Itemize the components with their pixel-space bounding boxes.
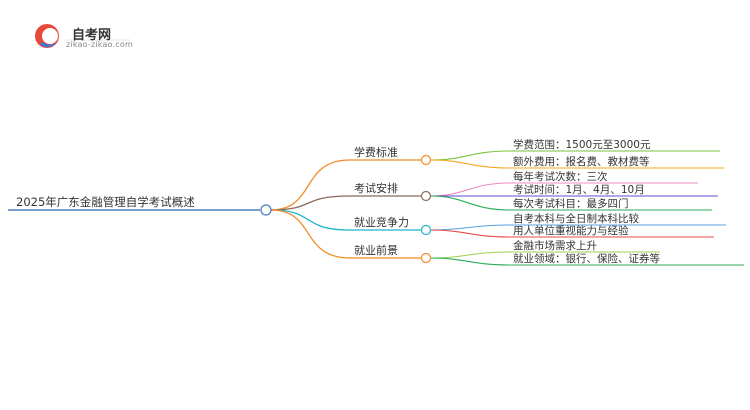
connector-branch-4-leaf-1	[430, 251, 511, 259]
leaf-label-4-2: 就业领域：银行、保险、证券等	[513, 252, 660, 265]
leaf-label-4-1: 金融市场需求上升	[513, 239, 597, 252]
logo-url: zikao-zikao.com	[66, 40, 133, 49]
site-logo	[35, 24, 130, 48]
leaf-label-3-1: 自考本科与全日制本科比较	[513, 212, 639, 225]
connector-branch-1-leaf-1	[430, 150, 511, 161]
mind-map-nodes: 2025年广东金融管理自学考试概述 学费标准 学费范围：1500元至3000元额外费…	[16, 138, 660, 265]
logo-title: 自考网	[72, 28, 112, 43]
connector-root-branch-4	[270, 209, 351, 259]
logo-c-icon	[35, 24, 60, 48]
root-node-circle	[260, 204, 272, 216]
connector-branch-2-leaf-3	[430, 195, 511, 211]
mind-map-connectors	[8, 150, 744, 266]
connector-root-branch-3	[270, 209, 351, 231]
connector-root-branch-1	[270, 159, 351, 211]
leaf-label-1-2: 额外费用：报名费、教材费等	[513, 155, 650, 168]
branch-label-2: 考试安排	[354, 181, 398, 195]
branch-label-3: 就业竞争力	[354, 215, 409, 229]
leaf-label-2-2: 考试时间：1月、4月、10月	[513, 183, 645, 196]
branch-node-circle-3	[420, 224, 432, 236]
connector-branch-2-leaf-1	[430, 182, 511, 197]
branch-label-4: 就业前景	[354, 243, 398, 257]
connector-branch-1-leaf-2	[430, 159, 511, 169]
branch-label-1: 学费标准	[354, 145, 398, 159]
connector-branch-3-leaf-1	[430, 224, 511, 231]
branch-node-circle-2	[420, 190, 432, 202]
root-node-label: 2025年广东金融管理自学考试概述	[16, 195, 195, 209]
connector-branch-3-leaf-2	[430, 229, 511, 238]
leaf-label-2-3: 每次考试科目：最多四门	[513, 197, 629, 210]
branch-node-circle-4	[420, 252, 432, 264]
leaf-label-2-1: 每年考试次数：三次	[513, 170, 608, 183]
branch-node-circle-1	[420, 154, 432, 166]
leaf-label-1-1: 学费范围：1500元至3000元	[513, 138, 651, 151]
connector-branch-4-leaf-2	[430, 257, 511, 266]
leaf-label-3-2: 用人单位重视能力与经验	[513, 224, 629, 237]
connector-root-branch-2	[270, 195, 351, 211]
